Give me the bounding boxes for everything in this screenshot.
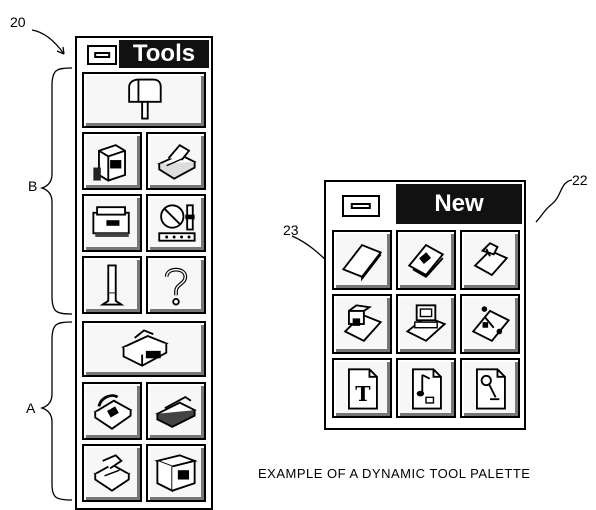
ref-label-20: 20 xyxy=(10,14,26,30)
picture-page-icon xyxy=(407,243,445,278)
office-copier-icon xyxy=(154,454,198,493)
computer-page-icon xyxy=(405,304,447,342)
printer-button[interactable] xyxy=(146,132,206,190)
new-camera-page-button[interactable] xyxy=(332,294,392,354)
microphone-document-icon xyxy=(476,368,506,410)
tools-titlebar[interactable]: Tools xyxy=(77,38,211,68)
graphic-page-icon xyxy=(471,306,511,342)
dial-panel-icon xyxy=(158,204,196,242)
new-text-document-button[interactable]: T xyxy=(332,358,392,418)
text-document-icon: T xyxy=(348,368,378,410)
group-brace-b xyxy=(39,67,73,315)
new-palette: New xyxy=(324,180,526,430)
ref-label-23: 23 xyxy=(283,222,299,238)
new-music-document-button[interactable] xyxy=(396,358,456,418)
ref-label-22: 22 xyxy=(572,172,588,188)
dial-panel-button[interactable] xyxy=(146,194,206,252)
new-graphic-page-button[interactable] xyxy=(460,294,520,354)
fax-icon xyxy=(92,206,130,237)
scanner-icon xyxy=(155,395,197,428)
folder-page-icon xyxy=(473,242,509,277)
callout-line-22 xyxy=(535,179,573,223)
hand-print-icon xyxy=(93,454,131,492)
telephone-icon xyxy=(93,394,133,430)
group-label-a: A xyxy=(26,400,36,416)
pen-button[interactable] xyxy=(82,256,142,314)
telephone-button[interactable] xyxy=(82,382,142,440)
figure-caption: EXAMPLE OF A DYNAMIC TOOL PALETTE xyxy=(258,466,531,481)
scanner-button[interactable] xyxy=(146,382,206,440)
copier-button[interactable] xyxy=(82,321,206,377)
computer-button[interactable] xyxy=(82,132,142,190)
new-microphone-document-button[interactable] xyxy=(460,358,520,418)
new-folder-page-button[interactable] xyxy=(460,230,520,290)
new-computer-page-button[interactable] xyxy=(396,294,456,354)
computer-icon xyxy=(93,144,126,182)
help-button[interactable] xyxy=(146,256,206,314)
help-icon xyxy=(164,267,188,306)
blank-page-icon xyxy=(341,243,383,282)
pen-icon xyxy=(99,264,125,306)
tools-palette: Tools xyxy=(75,36,213,510)
new-close-box[interactable] xyxy=(342,195,380,217)
new-blank-page-button[interactable] xyxy=(332,230,392,290)
hand-print-button[interactable] xyxy=(82,444,142,502)
fax-button[interactable] xyxy=(82,194,142,252)
callout-arrow-20 xyxy=(31,29,65,55)
music-document-icon xyxy=(412,368,442,410)
mailbox-icon xyxy=(128,78,162,120)
new-titlebar[interactable]: New xyxy=(326,182,524,226)
camera-page-icon xyxy=(343,304,383,342)
group-label-b: B xyxy=(28,178,38,194)
copier-icon xyxy=(121,329,169,367)
text-document-glyph: T xyxy=(355,382,371,406)
new-title: New xyxy=(396,184,522,224)
printer-icon xyxy=(157,143,197,180)
tools-title: Tools xyxy=(119,40,209,68)
new-picture-page-button[interactable] xyxy=(396,230,456,290)
mailbox-button[interactable] xyxy=(82,72,206,128)
tools-close-box[interactable] xyxy=(87,45,117,65)
office-copier-button[interactable] xyxy=(146,444,206,502)
group-brace-a xyxy=(39,321,73,501)
